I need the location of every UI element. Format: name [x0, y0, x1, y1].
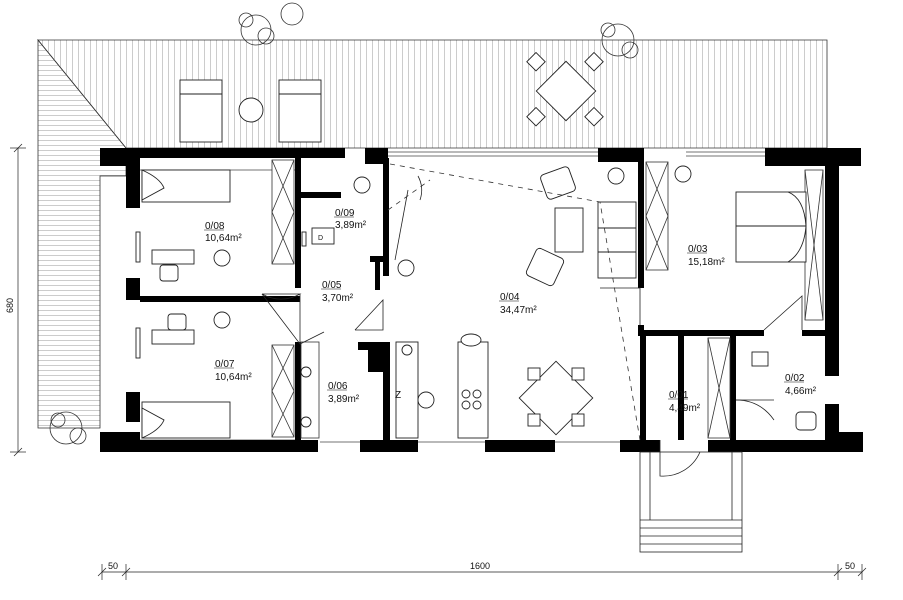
room-area-label: 34,47m²: [500, 305, 537, 316]
beds: [141, 169, 807, 439]
room-area-label: 4,49m²: [669, 403, 701, 414]
room-id-label: 0/05: [322, 280, 342, 291]
room-id-label: 0/06: [328, 381, 348, 392]
room-area-label: 10,64m²: [215, 372, 252, 383]
living-furniture: [395, 165, 692, 439]
room-id-label: 0/01: [669, 390, 689, 401]
terrace-decking: [37, 38, 828, 429]
doors: [261, 175, 803, 477]
entrance-steps: [639, 451, 743, 553]
room-area-label: 15,18m²: [688, 257, 725, 268]
room-area-label: 4,66m²: [785, 386, 817, 397]
dim-right-margin: 50: [845, 561, 855, 571]
walls: [100, 148, 863, 452]
room-area-label: 3,70m²: [322, 293, 354, 304]
terrace-furniture: [179, 51, 604, 143]
bath-fixtures: [300, 176, 817, 431]
closets: [271, 159, 824, 439]
room-labels: 0/08 10,64m² 0/09 3,89m² 0/05 3,70m² 0/0…: [204, 208, 817, 414]
dim-total-width: 1600: [470, 561, 490, 571]
room-area-label: 3,89m²: [335, 220, 367, 231]
room-id-label: 0/02: [785, 373, 805, 384]
room-id-label: 0/09: [335, 208, 355, 219]
room-area-label: 3,89m²: [328, 394, 360, 405]
stove-mark: Z: [395, 390, 401, 401]
dim-height: 680: [5, 298, 15, 313]
room-id-label: 0/03: [688, 244, 708, 255]
room-area-label: 10,64m²: [205, 233, 242, 244]
fridge-mark: D: [318, 235, 323, 242]
room-id-label: 0/04: [500, 292, 520, 303]
dim-left-margin: 50: [108, 561, 118, 571]
dashed-lines: [387, 163, 641, 441]
room-id-label: 0/08: [205, 221, 225, 232]
room-id-label: 0/07: [215, 359, 235, 370]
dimension-lines: [10, 143, 867, 580]
desks: [135, 231, 231, 359]
dimension-labels: 50 1600 50 680: [5, 298, 855, 571]
tree-icon: [49, 2, 639, 445]
